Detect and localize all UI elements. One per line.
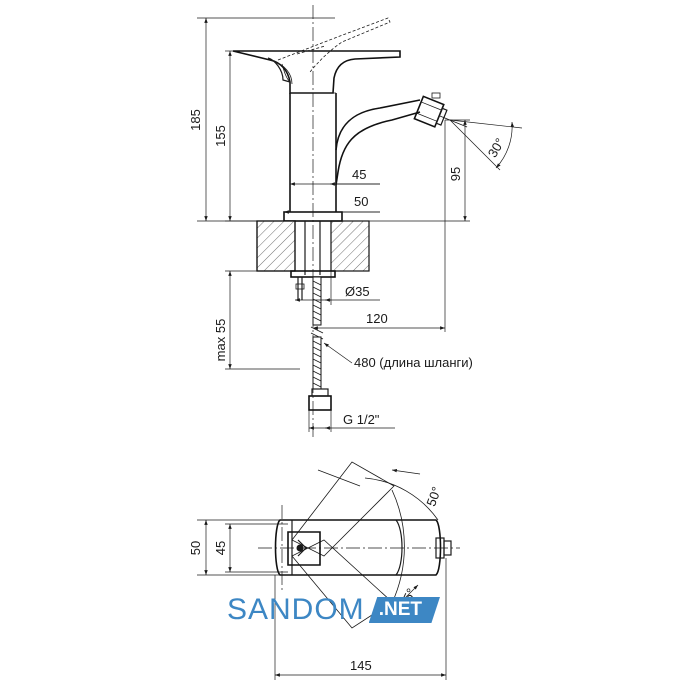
lever-pivot-icon bbox=[296, 544, 304, 552]
top-view: 50 45 50° 45° 145 bbox=[188, 461, 460, 680]
dim-total-length: 145 bbox=[350, 658, 372, 673]
watermark-suffix: .NET bbox=[368, 597, 440, 623]
dim-total-height: 185 bbox=[188, 109, 203, 131]
dim-spout-reach: 120 bbox=[366, 311, 388, 326]
dim-body-height: 155 bbox=[213, 125, 228, 147]
dim-body-width: 45 bbox=[352, 167, 366, 182]
dim-spout-height: 95 bbox=[448, 167, 463, 181]
lever-handle bbox=[232, 17, 401, 94]
dim-swivel-angle-upper: 50° bbox=[423, 485, 444, 509]
dim-thread: G 1/2" bbox=[343, 412, 380, 427]
dim-top-width-inner: 45 bbox=[213, 541, 228, 555]
sandom-watermark: SANDOM .NET bbox=[227, 590, 440, 630]
dim-max-thickness: max 55 bbox=[213, 319, 228, 362]
flexible-hose bbox=[308, 276, 332, 411]
dim-top-width-outer: 50 bbox=[188, 541, 203, 555]
dim-base-width: 50 bbox=[354, 194, 368, 209]
spray-angle: 30° bbox=[449, 119, 523, 171]
extension-lines bbox=[197, 17, 470, 432]
watermark-brand: SANDOM bbox=[227, 593, 365, 626]
faucet-body bbox=[283, 92, 468, 222]
dim-hole-diameter: Ø35 bbox=[345, 284, 370, 299]
dim-hose-length: 480 (длина шланги) bbox=[354, 355, 473, 370]
side-view: 185 155 max 55 45 50 95 30° Ø35 120 bbox=[188, 5, 523, 440]
dim-spray-angle: 30° bbox=[485, 135, 508, 160]
countertop-section bbox=[256, 220, 370, 300]
